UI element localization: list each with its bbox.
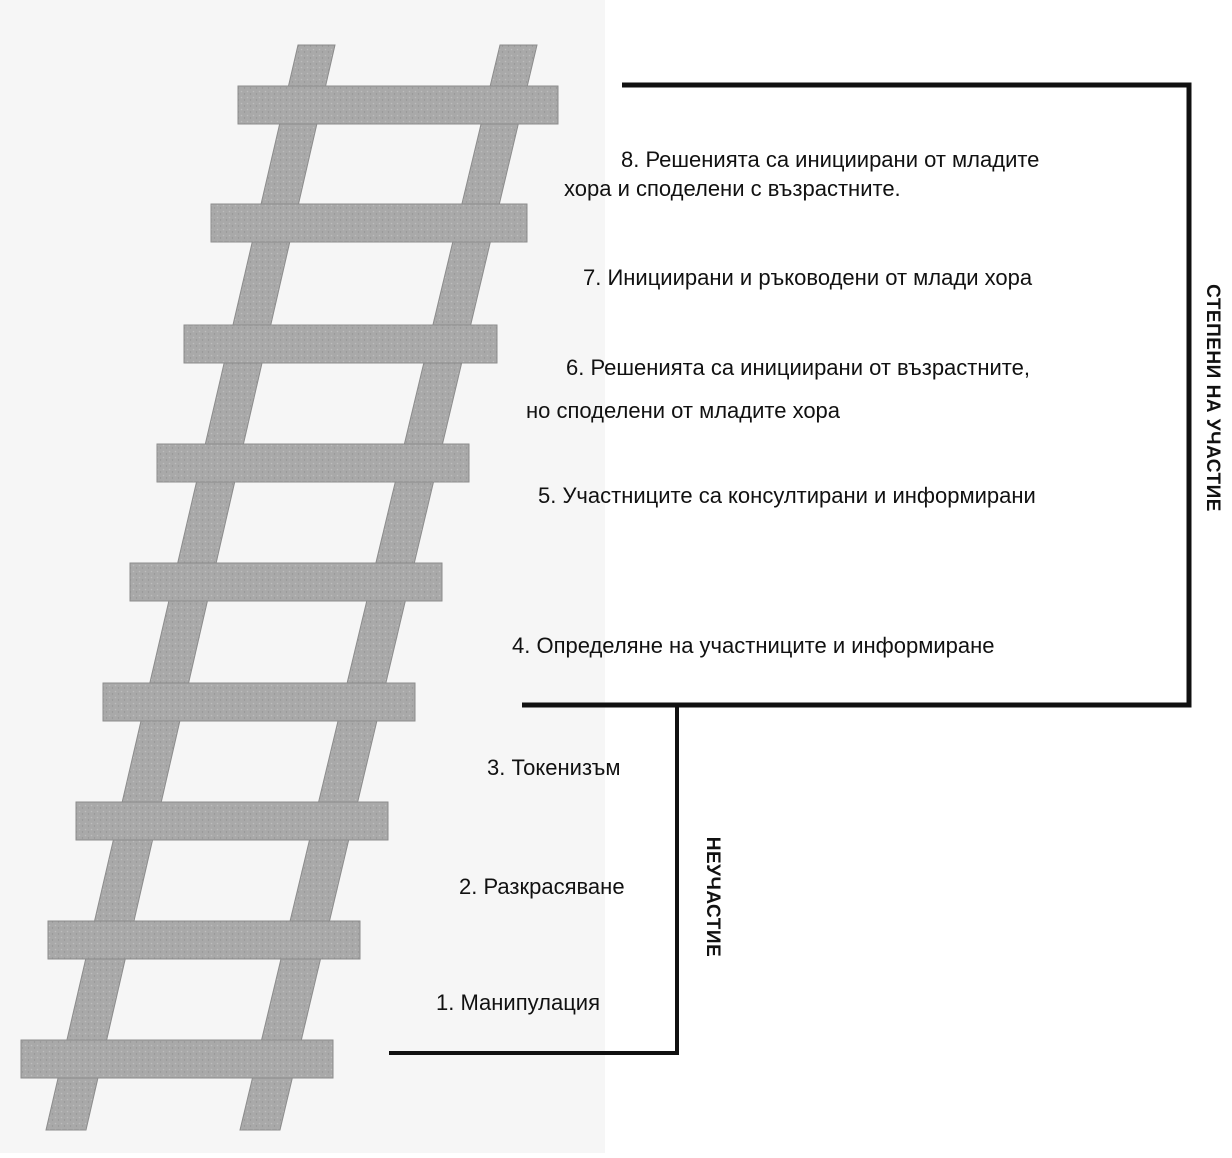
participation-bracket (522, 82, 1192, 708)
step-4: 4. Определяне на участниците и информира… (512, 633, 995, 658)
ladder-rung (237, 85, 559, 125)
step-1: 1. Манипулация (436, 990, 600, 1015)
ladder-rung (20, 1039, 334, 1079)
non-participation-bracket (389, 705, 679, 1055)
step-8-line1: 8. Решенията са инициирани от младите (621, 147, 1039, 172)
ladder-rungs (20, 85, 559, 1079)
step-2: 2. Разкрасяване (459, 874, 625, 899)
ladder-rung (129, 562, 443, 602)
step-6-line1: 6. Решенията са инициирани от възрастнит… (566, 355, 1030, 380)
step-8-line2: хора и споделени с възрастните. (564, 176, 901, 201)
participation-group-label: СТЕПЕНИ НА УЧАСТИЕ (1202, 284, 1223, 512)
ladder-rung (156, 443, 470, 483)
step-7: 7. Инициирани и ръководени от млади хора (583, 265, 1033, 290)
ladder-icon (20, 44, 559, 1131)
ladder-rung (183, 324, 498, 364)
non-participation-group-label: НЕУЧАСТИЕ (702, 837, 723, 958)
ladder-rung (47, 920, 361, 960)
ladder-rung (102, 682, 416, 722)
ladder-rung (210, 203, 528, 243)
step-6-line2: но споделени от младите хора (526, 398, 841, 423)
step-5: 5. Участниците са консултирани и информи… (538, 483, 1036, 508)
ladder-rung (75, 801, 389, 841)
step-3: 3. Токенизъм (487, 755, 620, 780)
